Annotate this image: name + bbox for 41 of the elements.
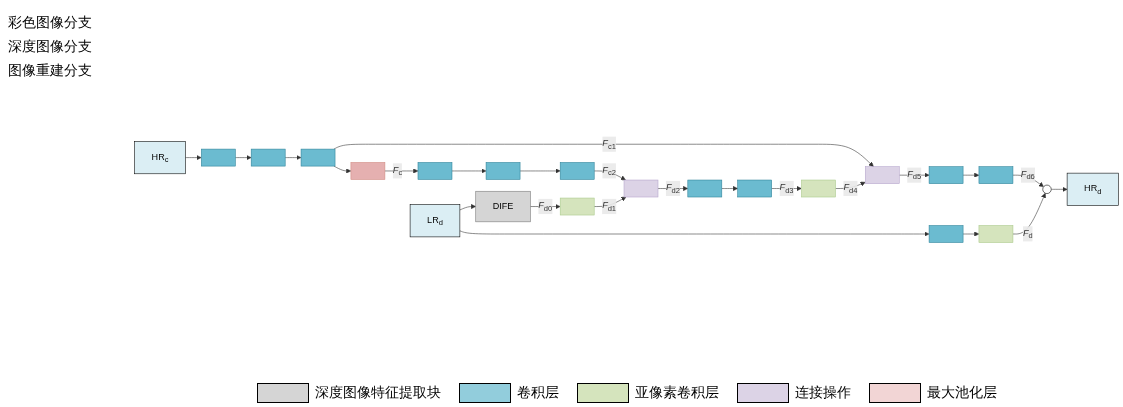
node-box (801, 179, 836, 198)
edge-label: F$_{d3}$ (779, 182, 794, 195)
edge-label: F$_{c}$ (392, 164, 403, 177)
node-box (687, 179, 723, 198)
node-box: HR$_{c}$ (134, 141, 186, 175)
edge-label: F$_{d4}$ (843, 182, 858, 195)
node-box (201, 148, 236, 167)
node-box (865, 166, 900, 184)
node-box (978, 225, 1014, 243)
legend-text: 亚像素卷积层 (634, 383, 719, 400)
legend-text: 连接操作 (794, 383, 851, 400)
node-box (623, 179, 659, 198)
node-box (737, 179, 772, 198)
node-box (300, 148, 336, 167)
edge-label: F$_{c2}$ (602, 164, 616, 177)
node-box: HR$_{d}$ (1066, 172, 1119, 206)
legend-text: 卷积层 (516, 383, 559, 400)
node-box (485, 162, 521, 180)
node-box (417, 162, 453, 180)
node-box (350, 162, 386, 180)
edge-label: F$_{d0}$ (538, 200, 553, 213)
node-box (928, 166, 964, 184)
node-box: LR$_{d}$ (409, 204, 461, 238)
branch-label: 图像重建分支 (8, 62, 93, 80)
edge-label: F$_{d5}$ (907, 169, 922, 182)
node-box (559, 162, 595, 180)
node-box (559, 197, 595, 216)
node-circle (1042, 184, 1052, 194)
node-box (978, 166, 1014, 184)
edge-label: F$_{d1}$ (602, 200, 617, 213)
node-box: DIFE (475, 190, 531, 223)
node-box (928, 225, 964, 243)
edge-label: F$_{c1}$ (602, 138, 616, 151)
branch-label: 彩色图像分支 (8, 14, 93, 32)
legend-text: 深度图像特征提取块 (314, 383, 441, 400)
legend-text: 最大池化层 (926, 383, 997, 400)
edge-label: F$_{d2}$ (665, 182, 680, 195)
branch-label: 深度图像分支 (8, 38, 93, 56)
node-box (250, 148, 286, 167)
edge-label: F$_{d6}$ (1020, 169, 1035, 182)
edge-label: F$_{d}$ (1022, 227, 1033, 240)
